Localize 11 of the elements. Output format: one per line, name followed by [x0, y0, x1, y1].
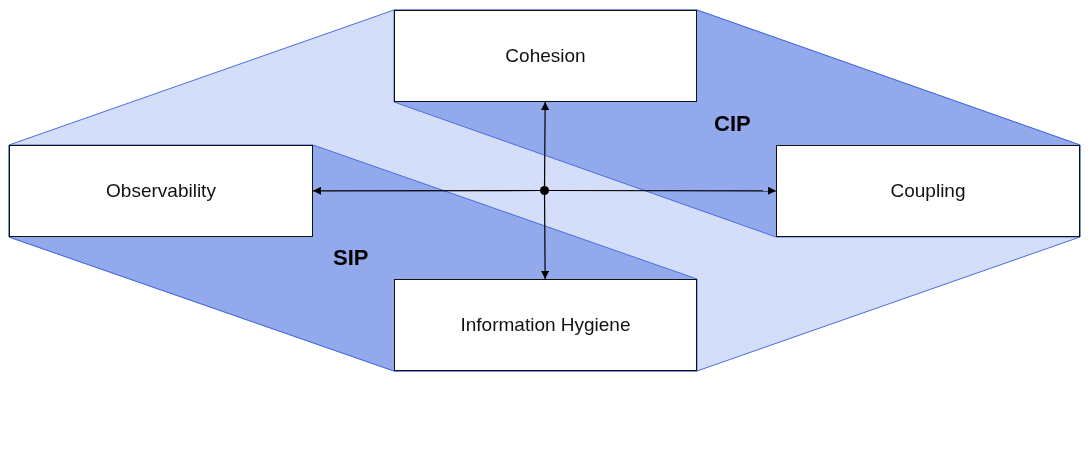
- center-dot: [540, 186, 549, 195]
- region-label: CIP: [714, 111, 751, 137]
- concept-box: Cohesion: [394, 10, 697, 102]
- arrow: [312, 186, 541, 195]
- arrow: [540, 101, 550, 187]
- concept-box: Information Hygiene: [394, 279, 697, 371]
- arrow: [540, 194, 550, 280]
- region-label: SIP: [333, 245, 369, 271]
- arrow: [548, 186, 777, 195]
- concept-box: Observability: [9, 145, 313, 237]
- concept-box: Coupling: [776, 145, 1080, 237]
